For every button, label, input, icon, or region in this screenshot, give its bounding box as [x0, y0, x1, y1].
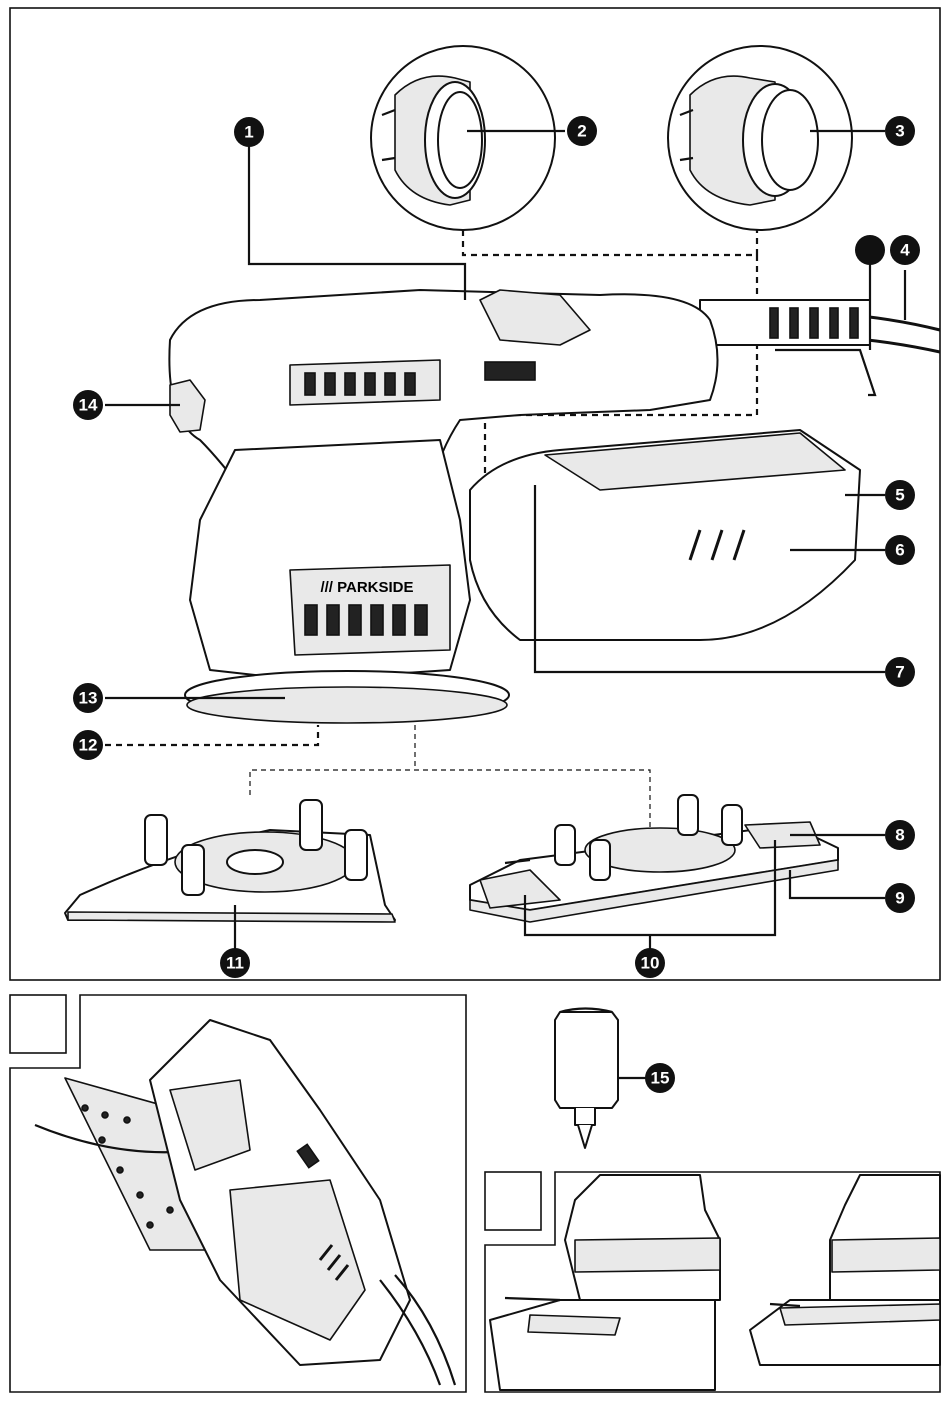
callout-8: 8 [885, 820, 915, 850]
callout-14: 14 [73, 390, 103, 420]
detail-circle-2 [371, 46, 555, 230]
callout-4-blank [855, 235, 885, 265]
speed-switch-icon [485, 362, 535, 380]
svg-text:8: 8 [895, 826, 904, 845]
link-dash-top [463, 230, 757, 255]
callout-2: 2 [567, 116, 597, 146]
delta-pad [65, 800, 395, 922]
panel-a-label-box [10, 995, 66, 1053]
svg-text:13: 13 [79, 689, 98, 708]
callout-3: 3 [885, 116, 915, 146]
callout-9: 9 [885, 883, 915, 913]
detail-circle-3 [668, 46, 852, 230]
panel-b-label-box [485, 1172, 541, 1230]
brand-label: /// PARKSIDE [320, 579, 413, 596]
svg-text:2: 2 [577, 122, 586, 141]
panel-b [485, 1172, 940, 1392]
svg-text:11: 11 [226, 954, 244, 973]
svg-text:9: 9 [895, 889, 904, 908]
callout-10: 10 [635, 948, 665, 978]
svg-text:1: 1 [244, 123, 253, 142]
adapter-15 [555, 1009, 618, 1149]
callout-11: 11 [220, 948, 250, 978]
sander-main: /// PARKSIDE [169, 290, 940, 723]
svg-text:7: 7 [895, 663, 904, 682]
svg-text:3: 3 [895, 122, 904, 141]
callout-15: 15 [645, 1063, 675, 1093]
callout-6: 6 [885, 535, 915, 565]
svg-text:4: 4 [900, 241, 910, 260]
callout-4: 4 [890, 235, 920, 265]
callout-1: 1 [234, 117, 264, 147]
svg-text:12: 12 [79, 736, 98, 755]
panel-a [10, 995, 466, 1392]
callout-13: 13 [73, 683, 103, 713]
svg-text:5: 5 [895, 486, 904, 505]
svg-text:15: 15 [651, 1069, 670, 1088]
svg-text:6: 6 [895, 541, 904, 560]
callout-7: 7 [885, 657, 915, 687]
callout-5: 5 [885, 480, 915, 510]
svg-text:10: 10 [641, 954, 660, 973]
svg-text:14: 14 [79, 396, 98, 415]
callout-12: 12 [73, 730, 103, 760]
